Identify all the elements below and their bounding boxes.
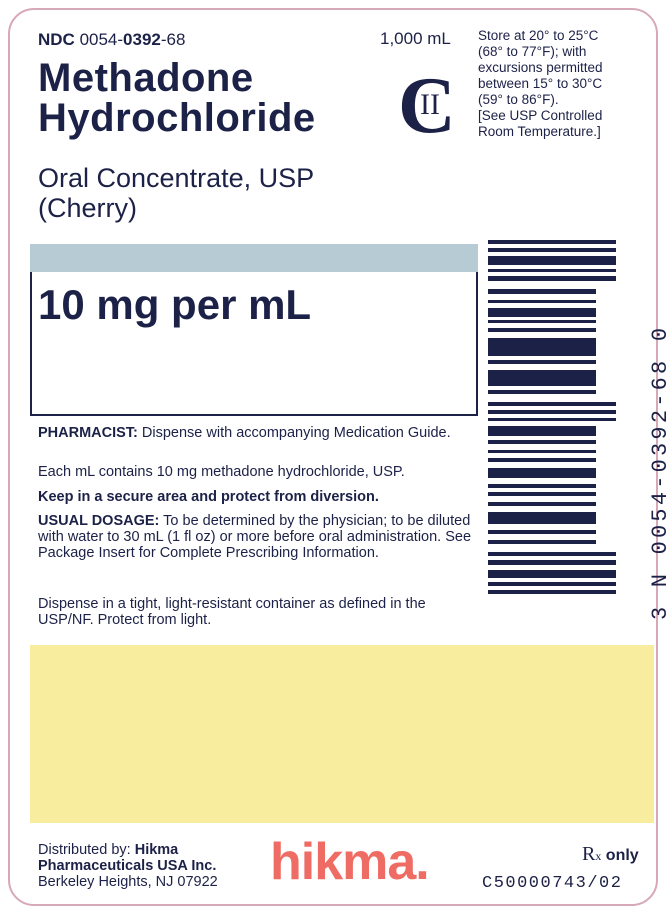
secure-warning: Keep in a secure area and protect from d… [38,489,379,505]
strength-box [30,272,478,416]
each-ml-contains: Each mL contains 10 mg methadone hydroch… [38,464,405,480]
schedule-c2-symbol: C II [398,66,462,148]
yellow-panel [30,645,654,823]
hikma-logo: hikma. [270,833,430,891]
schedule-c-letter: C [398,62,456,150]
barcode-number-text: 3 N 0054-0392-68 0 [648,325,670,620]
schedule-roman-numeral: II [420,88,440,121]
pharmacist-note: PHARMACIST: Dispense with accompanying M… [38,425,451,441]
dosage-form: Oral Concentrate, USP (Cherry) [38,163,315,223]
volume: 1,000 mL [380,29,451,48]
ndc-number: NDC 0054-0392-68 [38,30,186,49]
label-code: C50000743/02 [482,874,623,893]
barcode-number: 3 N 0054-0392-68 0 [612,200,670,620]
dispense-note: Dispense in a tight, light-resistant con… [38,596,426,628]
distributor-info: Distributed by: Hikma Pharmaceuticals US… [38,842,218,890]
rx-only: Rx only [582,843,639,865]
strength: 10 mg per mL [38,281,312,328]
storage-instructions: Store at 20° to 25°C (68° to 77°F); with… [478,28,603,139]
strength-band [30,244,478,272]
usual-dosage: USUAL DOSAGE: To be determined by the ph… [38,513,472,561]
barcode [488,240,616,594]
drug-name: Methadone Hydrochloride [38,56,316,140]
